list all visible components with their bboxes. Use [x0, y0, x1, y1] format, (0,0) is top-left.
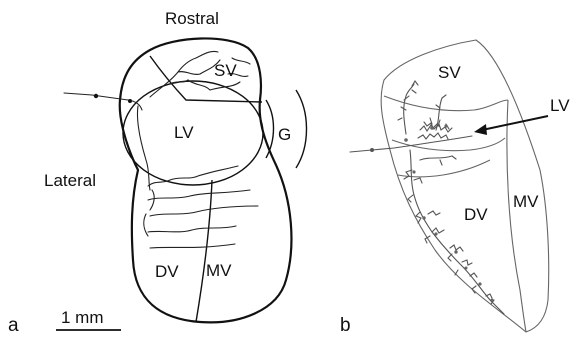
scale-bar-label: 1 mm	[61, 308, 104, 327]
panel-b-lv-arrowhead	[474, 124, 487, 135]
panel-b-lv-cluster	[418, 118, 452, 139]
panel-a-descending-collateral	[137, 106, 150, 190]
panel-b-lv-arrow	[482, 116, 548, 130]
panel-b-axon-main	[350, 136, 472, 152]
panel-a-dv-branches	[144, 166, 258, 248]
panel-a-diagram: Rostral SV LV G Lateral DV MV a 1 mm	[8, 9, 307, 336]
label-a-sv: SV	[214, 61, 237, 80]
label-lateral: Lateral	[44, 171, 96, 190]
label-b-dv: DV	[464, 205, 488, 224]
panel-b-outline	[381, 40, 549, 332]
panel-b-terminal-tufts	[404, 156, 494, 304]
panel-a-axon-bead-1	[94, 94, 98, 98]
panel-a-g-inner-arc	[266, 100, 274, 158]
panel-a-axon-bead-2	[128, 99, 132, 103]
panel-a-sv-boundary	[150, 56, 262, 102]
panel-b-letter: b	[340, 315, 351, 336]
label-a-dv: DV	[155, 262, 179, 281]
panel-b-dv-mv-boundary	[507, 100, 526, 332]
label-b-lv: LV	[550, 96, 570, 115]
panel-b-axon-bead	[370, 148, 374, 152]
label-g: G	[278, 125, 291, 144]
label-b-mv: MV	[513, 192, 539, 211]
label-a-lv: LV	[174, 123, 194, 142]
panel-b-diagram: SV LV DV MV b	[340, 40, 570, 336]
panel-a-g-outer-arc	[296, 90, 307, 168]
label-a-mv: MV	[206, 261, 232, 280]
panel-a-dv-mv-boundary	[196, 180, 212, 322]
label-b-sv: SV	[438, 63, 461, 82]
label-rostral: Rostral	[165, 9, 219, 28]
panel-a-letter: a	[8, 315, 19, 336]
